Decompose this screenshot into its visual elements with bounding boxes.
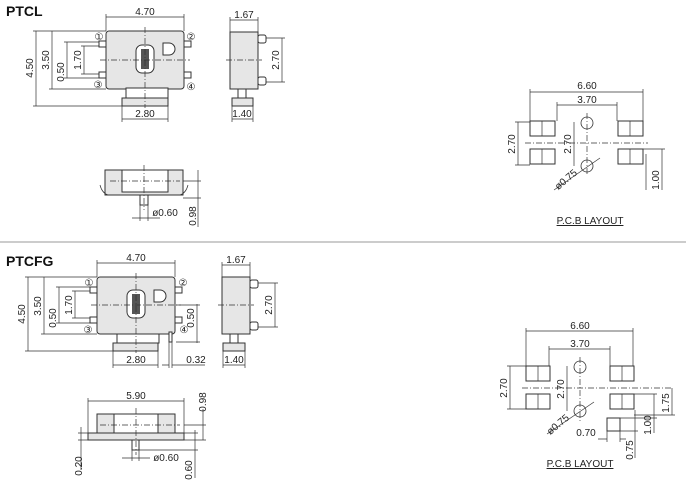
pcb-pad [617,120,644,137]
dim-width: 4.70 [126,253,146,264]
pcb-dim-hole-span: 2.70 [556,379,567,399]
pin-label-3: ③ [94,80,103,91]
pcb-pad [529,148,556,165]
pcb-dim-offset-2: 1.75 [661,393,672,413]
pcb-layout-label: P.C.B LAYOUT [547,459,614,470]
section-title: PTCFG [6,253,54,269]
pcb-dim-inner: 3.70 [577,95,597,106]
side-actuator [231,97,254,107]
actuator [112,342,159,352]
side-body [229,31,259,90]
pcb-dim-hole-span: 2.70 [563,134,574,154]
dim-foot-width: 2.80 [126,355,146,366]
pcb-pad [617,148,644,165]
dim-side-foot: 1.40 [224,355,244,366]
pcb-layout: 6.60 3.70 2.70 2.70 ø0.75 1.00 1.75 0.70… [499,321,675,470]
shaft [131,439,140,451]
section-ptcl: PTCL 4.70 4.50 3.50 0.50 1.70 ① ② ③ ④ 2.… [6,3,665,227]
top-view: 4.70 4.50 3.50 0.50 1.70 ① ② ③ ④ 2.80 [25,7,196,122]
dim-side-depth: 1.67 [226,255,246,266]
dim-height-total: 4.50 [25,58,36,78]
dim-tab-height: 0.20 [74,456,85,476]
pcb-small-pad [606,417,621,432]
pcb-dim-hole-dia: ø0.75 [553,167,580,192]
pin [249,279,259,289]
pcb-dim-outer: 6.60 [570,321,590,332]
pcb-dim-offset: 1.00 [651,170,662,190]
section-title: PTCL [6,3,43,19]
dim-foot-width: 2.80 [135,109,155,120]
bottom-view: 0.98 ø0.60 [99,165,201,227]
pcb-dim-inner: 3.70 [570,339,590,350]
dim-side-pin-pitch: 2.70 [271,50,282,70]
pin-label-2: ② [187,32,196,43]
dim-bottom-height: 0.98 [198,392,209,412]
pin [257,34,267,44]
dim-height-total: 4.50 [17,304,28,324]
pcb-dim-offset: 1.00 [643,415,654,435]
pcb-layout: 6.60 3.70 2.70 2.70 ø0.75 1.00 P.C.B LAY… [507,81,665,227]
dim-side-depth: 1.67 [234,10,254,21]
pin-label-1: ① [95,32,104,43]
dim-side-foot: 1.40 [232,109,252,120]
pcb-layout-label: P.C.B LAYOUT [557,216,624,227]
dim-shaft-length: 0.60 [184,460,195,480]
dim-side-pin-pitch: 2.70 [264,295,275,315]
pin [249,321,259,331]
slider-knob [141,49,149,69]
dim-bottom-width: 5.90 [126,391,146,402]
marking-d [153,289,167,303]
pin-label-1: ① [85,278,94,289]
side-actuator [222,342,246,352]
section-ptcfg: PTCFG 4.70 4.50 3.50 0.50 1.70 ① ② ③ ④ 0… [6,253,675,480]
pin-label-4: ④ [187,82,196,93]
pcb-dim-small-pad-width: 0.70 [576,428,596,439]
top-view: 4.70 4.50 3.50 0.50 1.70 ① ② ③ ④ 0.50 2.… [17,253,206,368]
side-view: 1.67 2.70 1.40 [218,255,278,368]
dim-pin-pitch: 1.70 [73,50,84,70]
dim-bottom-height: 0.98 [188,206,199,226]
pcb-dim-hole-dia: ø0.75 [545,412,572,437]
bottom-view: 5.90 0.98 0.20 ø0.60 0.60 [74,391,209,480]
side-view: 1.67 2.70 1.40 [226,10,285,122]
pcb-dim-outer: 6.60 [577,81,597,92]
marking-d [162,42,176,56]
dim-shaft-dia: ø0.60 [153,453,179,464]
dim-pin-offset: 0.50 [56,62,67,82]
pcb-dim-pad-span: 2.70 [499,378,510,398]
side-stem [237,88,247,99]
dim-height-body: 3.50 [41,50,52,70]
side-stem [229,333,239,344]
dim-post-width: 0.32 [186,355,206,366]
pcb-dim-pad-span: 2.70 [507,134,518,154]
post [168,331,173,343]
pin-label-3: ③ [84,325,93,336]
dim-right-offset: 0.50 [186,308,197,328]
dim-shaft-dia: ø0.60 [152,208,178,219]
dim-height-body: 3.50 [33,296,44,316]
dim-pin-pitch: 1.70 [64,295,75,315]
actuator-guide [125,87,169,99]
dim-pin-offset: 0.50 [48,308,59,328]
dim-width: 4.70 [135,7,155,18]
pcb-pad [529,120,556,137]
pin-label-2: ② [179,278,188,289]
side-body [221,276,251,335]
pin-label-4: ④ [180,325,189,336]
actuator-guide [116,333,160,344]
pcb-dim-small-pad-height: 0.75 [625,440,636,460]
pin [257,76,267,86]
